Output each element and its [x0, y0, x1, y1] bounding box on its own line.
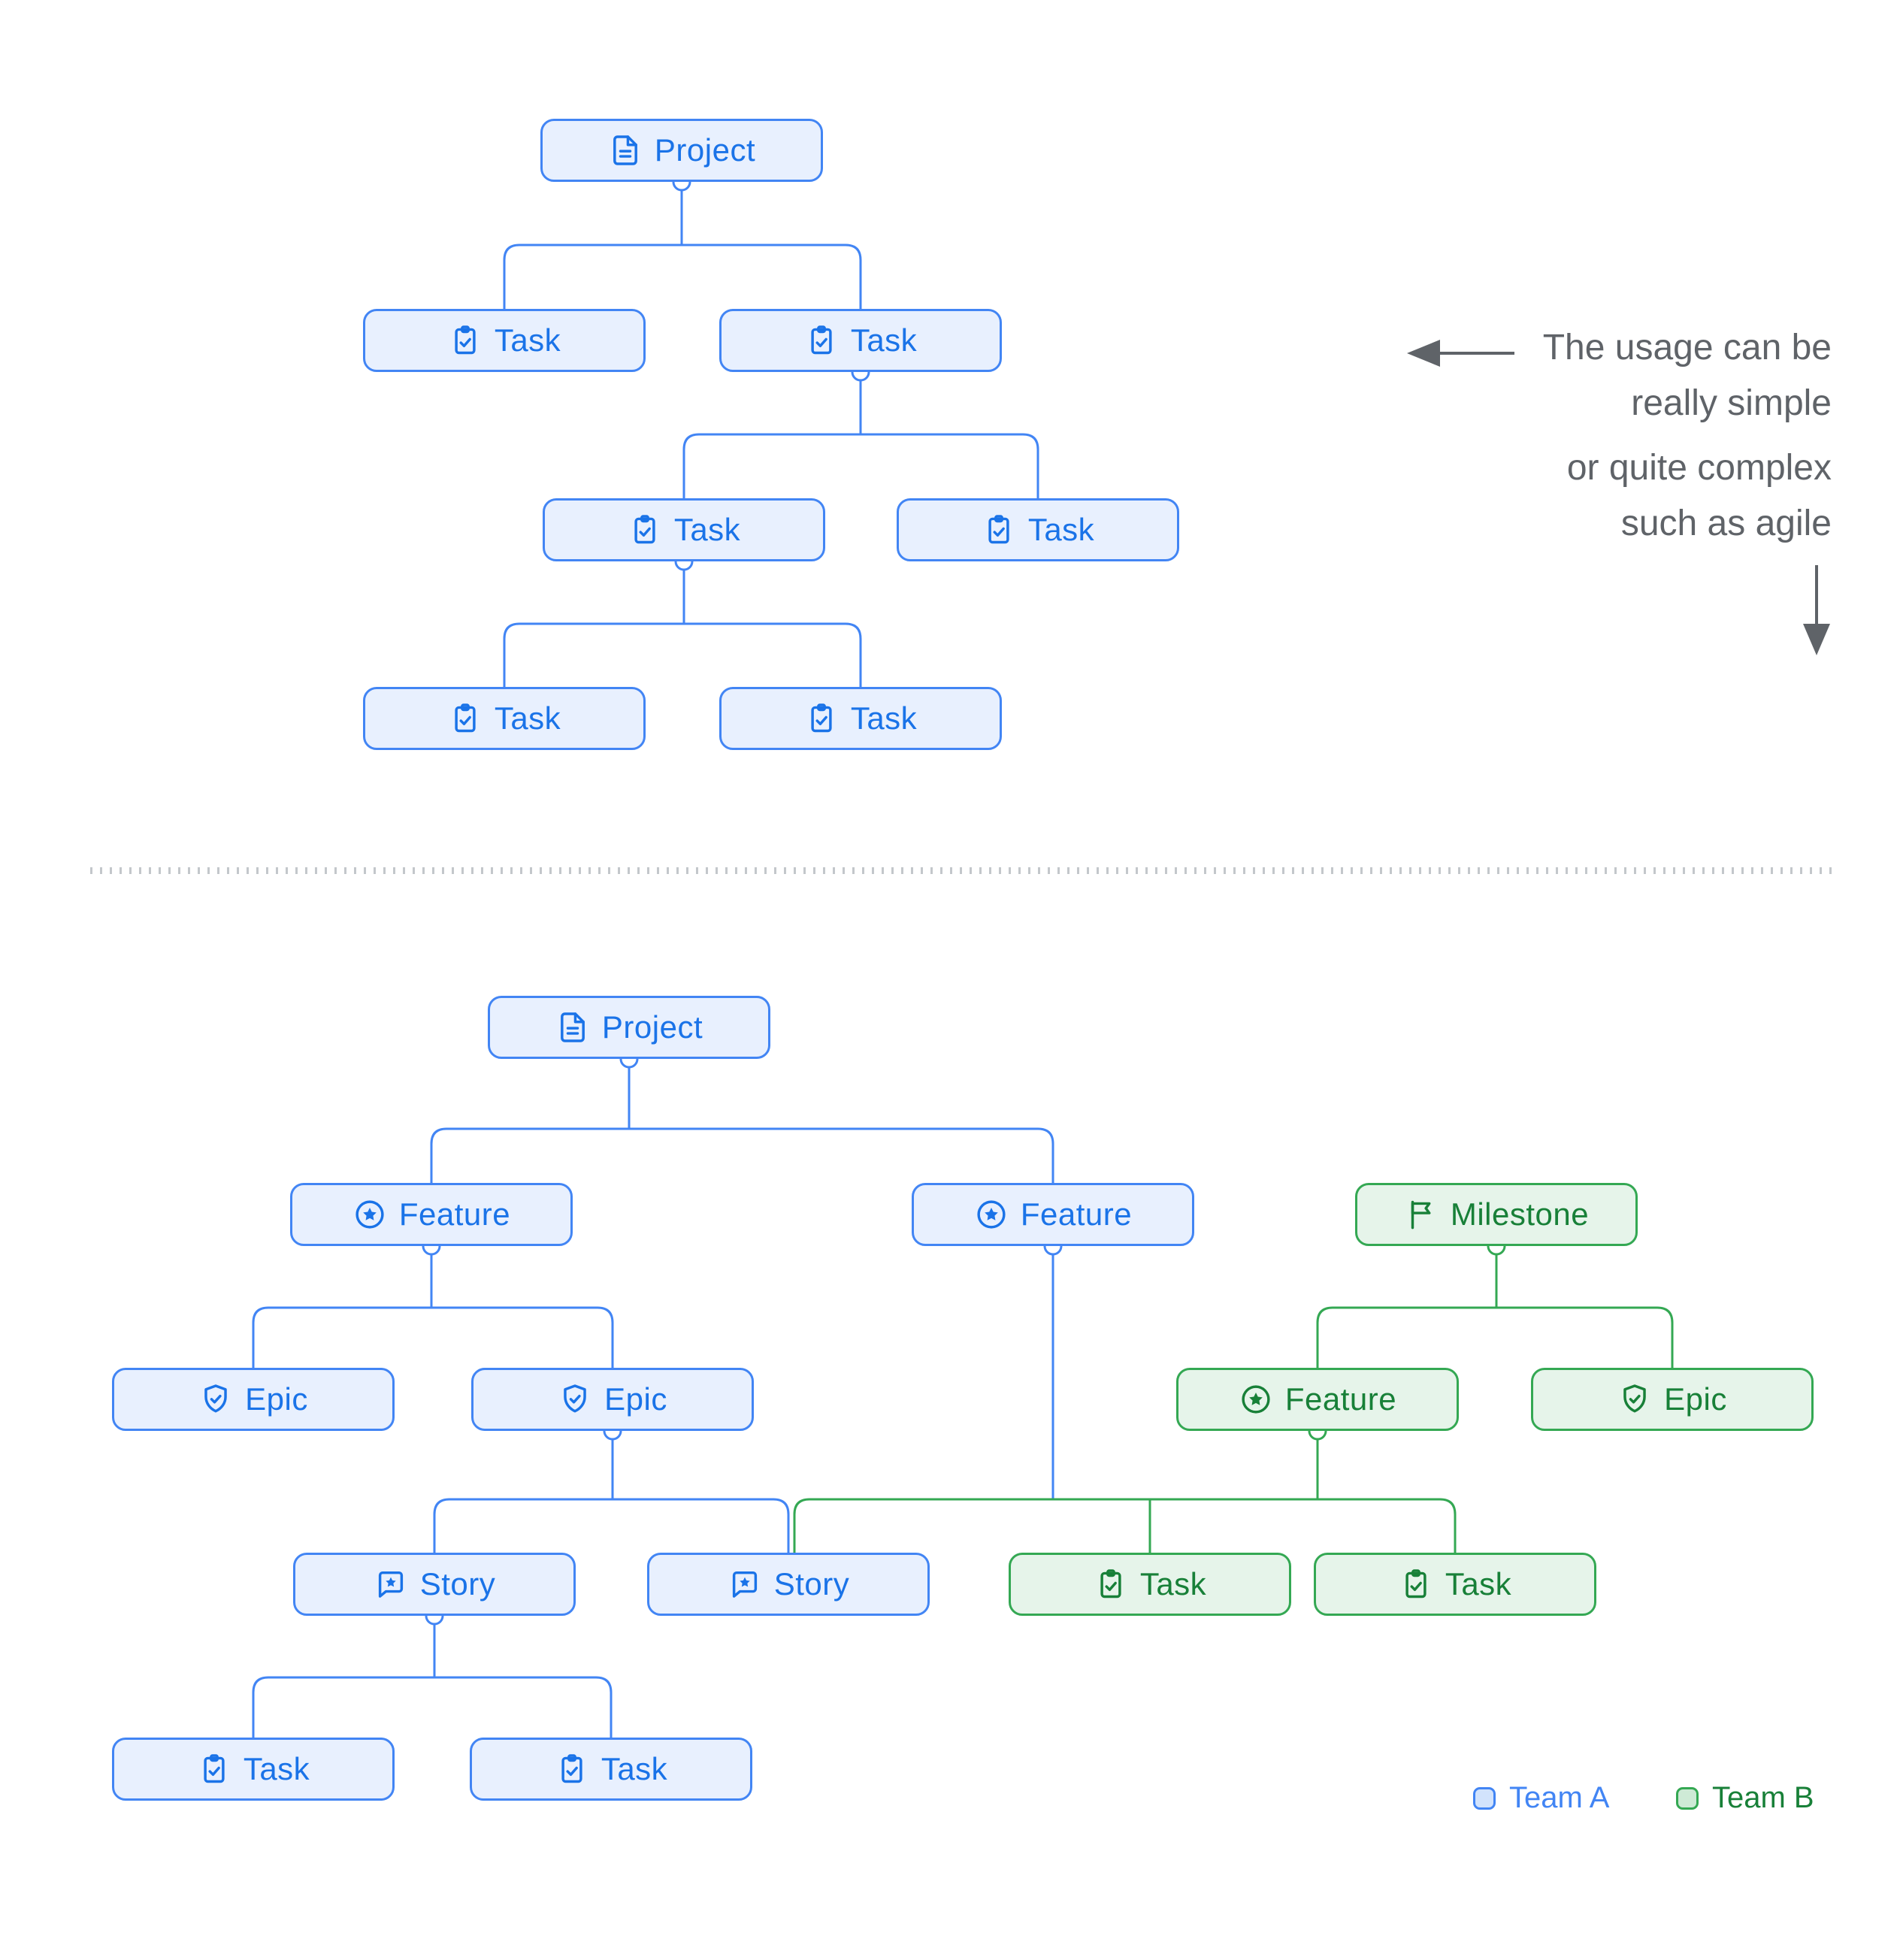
story-icon — [728, 1567, 762, 1602]
document-icon — [608, 133, 643, 168]
node-label: Task — [1445, 1566, 1512, 1602]
shield-check-icon — [558, 1382, 592, 1417]
node-task-b-2: Task — [1314, 1553, 1596, 1616]
arrow-down-icon — [1803, 565, 1830, 655]
task-icon — [448, 701, 483, 736]
node-label: Feature — [398, 1196, 511, 1232]
node-label: Feature — [1020, 1196, 1133, 1232]
annotation-line: such as agile — [1620, 504, 1832, 543]
node-epic-a-1: Epic — [112, 1368, 395, 1431]
task-icon — [628, 513, 662, 547]
node-project-simple: Project — [540, 119, 823, 182]
flag-icon — [1404, 1197, 1439, 1232]
node-label: Task — [673, 512, 741, 547]
node-label: Project — [654, 132, 756, 168]
team-a-swatch-icon — [1473, 1786, 1496, 1810]
task-icon — [804, 323, 839, 358]
annotation-line: The usage can be — [1542, 328, 1832, 368]
node-epic-b: Epic — [1531, 1368, 1814, 1431]
node-feature-a-2: Feature — [912, 1183, 1194, 1246]
node-label: Epic — [1664, 1381, 1727, 1417]
annotation-line: really simple — [1631, 383, 1832, 423]
task-icon — [982, 513, 1016, 547]
feature-star-icon — [352, 1197, 387, 1232]
node-epic-a-2: Epic — [471, 1368, 754, 1431]
legend-team-a: Team A — [1473, 1781, 1609, 1815]
node-label: Task — [601, 1751, 668, 1786]
node-milestone: Milestone — [1355, 1183, 1638, 1246]
node-story-1: Story — [293, 1553, 576, 1616]
node-label: Feature — [1284, 1381, 1397, 1417]
node-project-agile: Project — [488, 996, 770, 1059]
node-label: Task — [243, 1751, 310, 1786]
annotation-text: The usage can be really simple or quite … — [1305, 320, 1832, 561]
node-label: Task — [850, 322, 918, 358]
node-task-simple-2: Task — [719, 309, 1002, 372]
node-task-simple-1: Task — [363, 309, 646, 372]
node-feature-b: Feature — [1176, 1368, 1459, 1431]
node-task-a-2: Task — [470, 1738, 752, 1801]
node-label: Task — [1139, 1566, 1207, 1602]
legend: Team A Team B — [0, 1781, 1903, 1814]
node-task-b-1: Task — [1009, 1553, 1291, 1616]
team-b-swatch-icon — [1676, 1786, 1699, 1810]
node-label: Epic — [245, 1381, 308, 1417]
node-label: Epic — [604, 1381, 667, 1417]
node-label: Task — [850, 700, 918, 736]
node-label: Task — [494, 322, 561, 358]
legend-label: Team A — [1509, 1781, 1610, 1814]
legend-label: Team B — [1712, 1781, 1814, 1814]
shield-check-icon — [198, 1382, 233, 1417]
node-label: Story — [773, 1566, 850, 1602]
node-task-simple-3: Task — [543, 498, 825, 561]
node-feature-a-1: Feature — [290, 1183, 573, 1246]
node-task-simple-4: Task — [897, 498, 1179, 561]
node-label: Story — [419, 1566, 496, 1602]
node-task-simple-5: Task — [363, 687, 646, 750]
node-label: Milestone — [1450, 1196, 1590, 1232]
legend-team-b: Team B — [1676, 1781, 1814, 1815]
feature-star-icon — [974, 1197, 1009, 1232]
node-story-2: Story — [647, 1553, 930, 1616]
task-icon — [448, 323, 483, 358]
shield-check-icon — [1617, 1382, 1652, 1417]
node-label: Task — [1027, 512, 1095, 547]
node-label: Task — [494, 700, 561, 736]
feature-star-icon — [1239, 1382, 1273, 1417]
task-icon — [1399, 1567, 1433, 1602]
annotation-line: or quite complex — [1566, 448, 1832, 488]
dotted-divider — [90, 867, 1835, 874]
node-label: Project — [601, 1009, 703, 1045]
node-task-simple-6: Task — [719, 687, 1002, 750]
task-icon — [1094, 1567, 1128, 1602]
document-icon — [555, 1010, 590, 1045]
story-icon — [374, 1567, 408, 1602]
task-icon — [804, 701, 839, 736]
node-task-a-1: Task — [112, 1738, 395, 1801]
